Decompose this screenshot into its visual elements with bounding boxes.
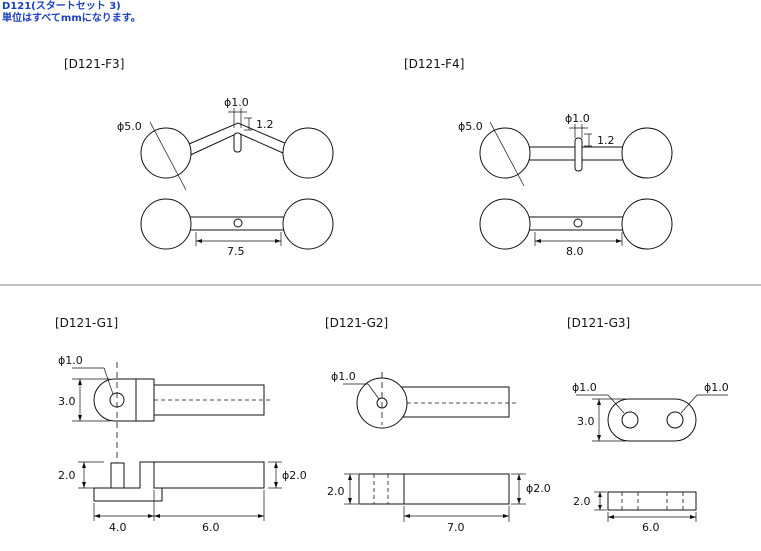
g1-thick-left-arrows [82, 462, 86, 488]
g3-thick-label: 2.0 [573, 495, 591, 508]
part-d121-f3: [D121-F3] ϕ5.0 ϕ1.0 1.2 7.5 [64, 57, 334, 258]
g1-thick-right-arrows [274, 462, 278, 488]
f4-ball-right [621, 127, 673, 179]
g2-thick-right-arrows [517, 474, 521, 504]
g1-len-a-label: 4.0 [109, 521, 127, 534]
g3-hole-left-leader-d [607, 394, 625, 414]
header-title: D121(スタートセット 3) [2, 1, 121, 12]
g2-hole-leader-d [367, 383, 380, 400]
part-d121-g1: [D121-G1] ϕ1.0 3.0 2.0 ϕ2.0 [55, 316, 307, 534]
g3-height-label: 3.0 [577, 415, 595, 428]
f4-side-hole [573, 218, 583, 228]
part-d121-f4: [D121-F4] ϕ5.0 ϕ1.0 1.2 8.0 [404, 57, 673, 258]
f4-ball-left [479, 127, 531, 179]
f4-pin-len-label: 1.2 [597, 134, 615, 147]
g3-hole-left [621, 411, 639, 429]
g1-len-b-label: 6.0 [202, 521, 220, 534]
f4-span-label: 8.0 [566, 245, 584, 258]
f3-ball-left [140, 127, 192, 179]
f3-dia-main-label: ϕ5.0 [117, 120, 142, 133]
f4-side-ball-right [621, 198, 673, 250]
g1-dia-hole-label: ϕ1.0 [58, 354, 83, 367]
part-label-f4: [D121-F4] [404, 57, 464, 71]
f3-side-ball-right [282, 198, 334, 250]
g2-thick-left-label: 2.0 [327, 485, 345, 498]
f4-dia-main-label: ϕ5.0 [458, 120, 483, 133]
f3-pin-len-label: 1.2 [256, 118, 274, 131]
part-d121-g3: [D121-G3] ϕ1.0 ϕ1.0 3.0 2.0 6.0 [567, 316, 729, 534]
f4-dia-pin-label: ϕ1.0 [565, 112, 590, 125]
g3-len-label: 6.0 [642, 521, 660, 534]
part-label-g1: [D121-G1] [55, 316, 118, 330]
part-d121-g2: [D121-G2] ϕ1.0 2.0 ϕ2.0 7.0 [325, 316, 551, 534]
g1-side-base [93, 461, 163, 502]
f3-dia-leader [149, 121, 187, 191]
g3-dia-hole-left-label: ϕ1.0 [572, 381, 597, 394]
g3-hole-right-leader-d [680, 394, 698, 414]
part-label-g2: [D121-G2] [325, 316, 388, 330]
f3-pin [233, 132, 242, 153]
g1-hole-leader-d [103, 367, 114, 395]
g3-thick-arrows [598, 492, 602, 510]
g3-hole-right [666, 411, 684, 429]
g3-dia-hole-right-label: ϕ1.0 [704, 381, 729, 394]
g2-thick-left-arrows [348, 474, 352, 504]
g2-side-body [358, 473, 510, 505]
f3-side-ball-left [140, 198, 192, 250]
part-label-f3: [D121-F3] [64, 57, 124, 71]
g2-len-label: 7.0 [447, 521, 465, 534]
f3-dia-pin-label: ϕ1.0 [224, 96, 249, 109]
g2-thick-right-label: ϕ2.0 [526, 482, 551, 495]
header-units-note: 単位はすべてmmになります。 [2, 13, 141, 24]
f3-ball-right [282, 127, 334, 179]
g1-collar [135, 378, 155, 422]
f4-side-ball-left [479, 198, 531, 250]
g1-side-shaft [153, 461, 265, 489]
f4-pin [574, 137, 583, 172]
f3-arm-top-edge [181, 122, 295, 148]
f4-dia-leader [489, 121, 525, 187]
g3-side-body [607, 491, 697, 511]
g1-thick-right-label: ϕ2.0 [282, 469, 307, 482]
g1-height-label: 3.0 [58, 395, 76, 408]
f3-span-label: 7.5 [227, 245, 245, 258]
g2-dia-hole-label: ϕ1.0 [331, 370, 356, 383]
part-label-g3: [D121-G3] [567, 316, 630, 330]
f3-side-hole [233, 218, 243, 228]
g1-side-pin [110, 462, 125, 489]
g1-thick-left-label: 2.0 [58, 469, 76, 482]
g3-link [607, 398, 697, 442]
